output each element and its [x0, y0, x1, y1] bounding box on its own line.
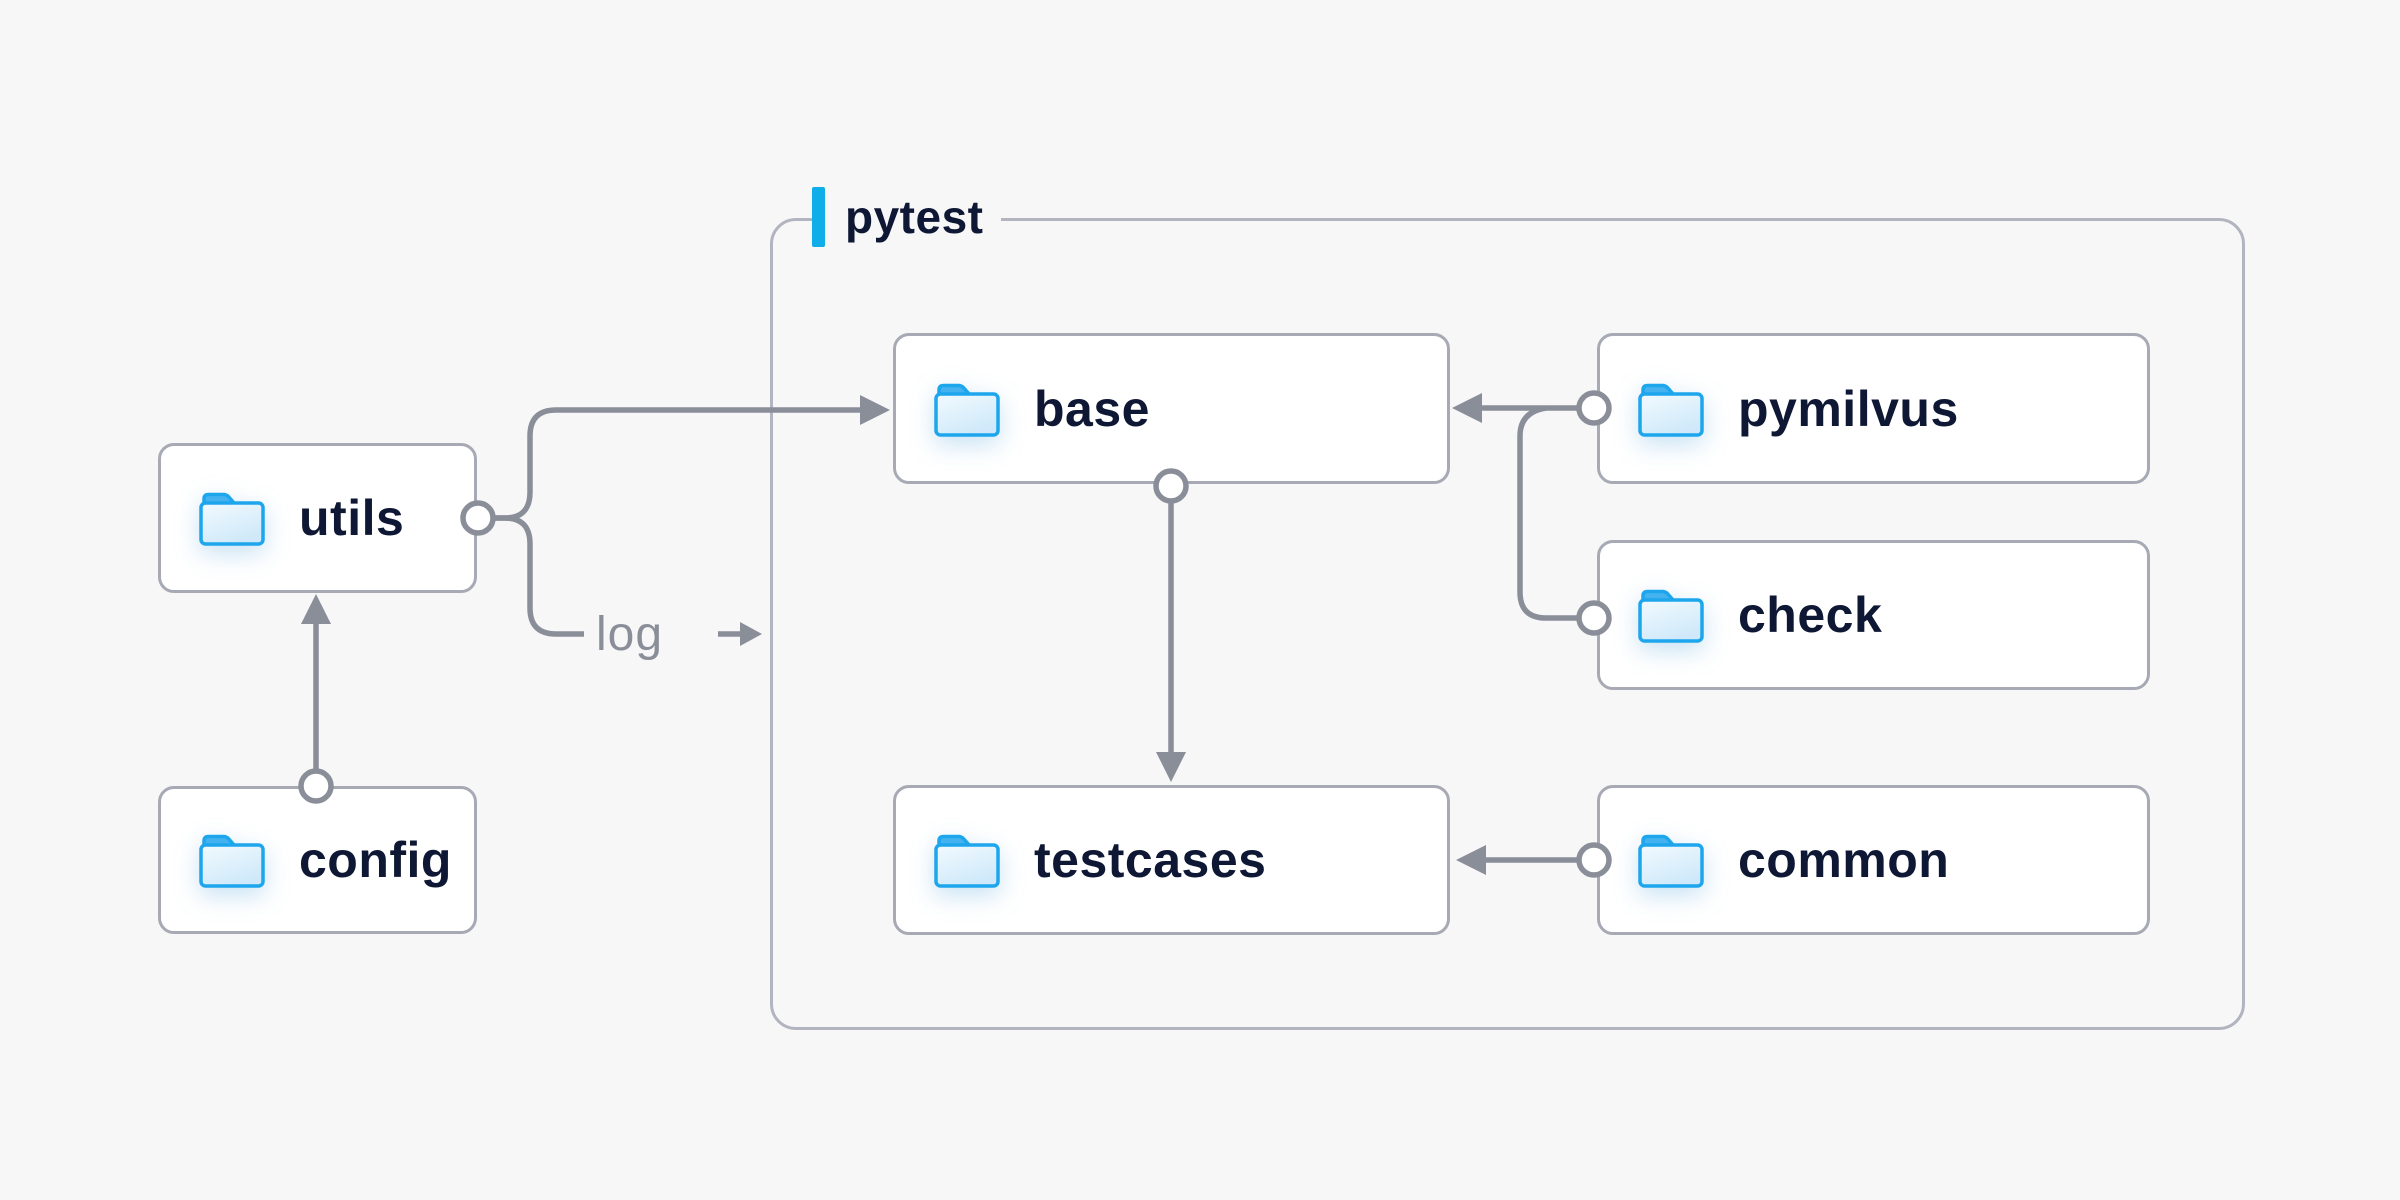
folder-icon [934, 383, 1000, 437]
node-label: utils [299, 490, 405, 546]
node-pymilvus: pymilvus [1597, 333, 2150, 484]
node-label: testcases [1034, 832, 1267, 888]
folder-icon [1638, 383, 1704, 437]
node-config: config [158, 786, 477, 934]
node-utils: utils [158, 443, 477, 593]
node-label: common [1738, 832, 1950, 888]
node-label: check [1738, 587, 1883, 643]
folder-icon [199, 834, 265, 888]
node-base: base [893, 333, 1450, 484]
edge-label-log: log [596, 607, 664, 661]
node-common: common [1597, 785, 2150, 935]
label-accent-bar [812, 187, 825, 247]
node-label: pymilvus [1738, 380, 1959, 437]
folder-icon [934, 834, 1000, 888]
node-label: config [299, 832, 452, 888]
pytest-group [770, 218, 2245, 1030]
edge-config-utils [301, 594, 331, 772]
folder-icon [1638, 589, 1704, 643]
folder-icon [1638, 834, 1704, 888]
pytest-group-title: pytest [845, 191, 984, 243]
pytest-group-label: pytest [812, 185, 1002, 249]
node-label: base [1034, 380, 1150, 437]
node-check: check [1597, 540, 2150, 690]
node-testcases: testcases [893, 785, 1450, 935]
folder-icon [199, 492, 265, 546]
